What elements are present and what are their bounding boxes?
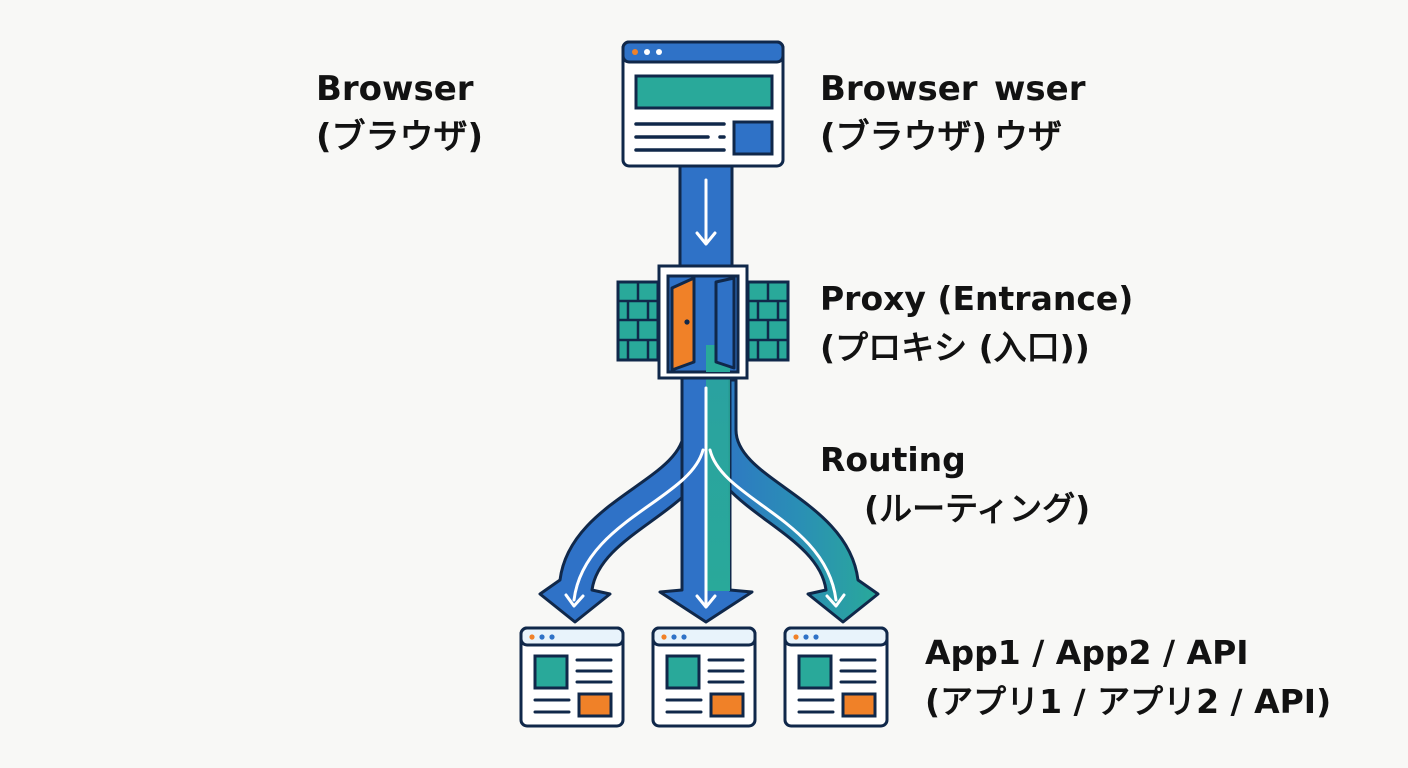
left-brick-wall (616, 280, 660, 362)
vertical-pipe (678, 162, 734, 274)
open-door-icon (670, 276, 696, 372)
proxy-label: Proxy (Entrance) (プロキシ (入口)) (820, 282, 1133, 364)
browser-label-right-line2: (ブラウザ) (820, 117, 988, 157)
routing-label: Routing (ルーティング) (820, 443, 1090, 525)
proxy-gateway-icon (616, 264, 790, 380)
routing-label-line2: (ルーティング) (864, 489, 1091, 528)
right-brick-wall (746, 280, 790, 362)
browser-label-ghost-line1: wser (994, 72, 1086, 109)
browser-label-right-group: Browser (ブラウザ) wser ウザ (820, 72, 1085, 162)
proxy-label-line2: (プロキシ (入口)) (820, 328, 1090, 367)
proxy-label-line1: Proxy (Entrance) (820, 279, 1134, 318)
browser-window-icon (621, 40, 785, 168)
browser-label-left: Browser (ブラウザ) (316, 72, 483, 154)
routing-branches (538, 345, 880, 624)
browser-label-right: Browser (ブラウザ) (820, 72, 987, 154)
app-window-icon-1 (519, 626, 625, 728)
browser-label-right-line1: Browser (820, 69, 978, 109)
down-arrow-icon (695, 231, 717, 246)
browser-label-left-line2: (ブラウザ) (316, 117, 484, 157)
apps-label-line1: App1 / App2 / API (925, 633, 1249, 672)
browser-label-right-ghost: wser ウザ (994, 72, 1104, 162)
apps-label-line2: (アプリ1 / アプリ2 / API) (925, 682, 1332, 721)
apps-label: App1 / App2 / API (アプリ1 / アプリ2 / API) (925, 636, 1331, 718)
browser-label-left-line1: Browser (316, 69, 474, 109)
routing-label-line1: Routing (820, 440, 966, 479)
app-window-icon-2 (651, 626, 757, 728)
browser-label-ghost-line2: ウザ (994, 117, 1062, 157)
app-window-icon-3 (783, 626, 889, 728)
